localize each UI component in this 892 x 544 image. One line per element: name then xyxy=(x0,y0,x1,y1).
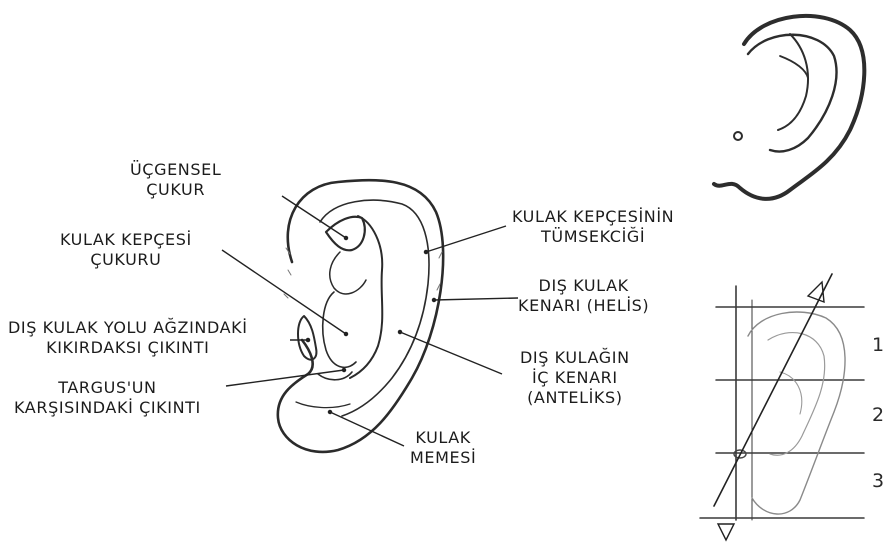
label-line: KENARI (HELİS) xyxy=(518,296,649,316)
label-antitragus: TARGUS'UN KARŞISINDAKİ ÇIKINTI xyxy=(14,378,201,418)
leader-helix-tubercle xyxy=(426,226,506,252)
label-line: KULAK KEPÇESİNİN xyxy=(512,207,674,227)
proportion-number-3: 3 xyxy=(872,470,884,492)
label-triangular-fossa: ÜÇGENSEL ÇUKUR xyxy=(130,160,221,200)
axis-arrow-bottom xyxy=(718,524,734,540)
label-line: DIŞ KULAĞIN xyxy=(520,348,630,368)
proportion-sketch xyxy=(700,274,864,540)
triangular-fossa-shape xyxy=(326,217,365,251)
label-antihelix: DIŞ KULAĞIN İÇ KENARI (ANTELİKS) xyxy=(520,348,630,408)
label-line: ÇUKUR xyxy=(130,180,221,200)
axis-arrow-top xyxy=(808,282,824,302)
leader-helix xyxy=(434,298,518,300)
label-line: TARGUS'UN xyxy=(14,378,201,398)
simple-ear-sketch xyxy=(714,16,864,199)
label-line: KIKIRDAKSI ÇIKINTI xyxy=(8,338,248,358)
label-line: ÇUKURU xyxy=(60,250,192,270)
label-line: (ANTELİKS) xyxy=(520,388,630,408)
label-line: TÜMSEKCİĞİ xyxy=(512,227,674,247)
label-line: KULAK xyxy=(410,428,476,448)
label-line: ÜÇGENSEL xyxy=(130,160,221,180)
label-tragus: DIŞ KULAK YOLU AĞZINDAKİ KIKIRDAKSI ÇIKI… xyxy=(8,318,248,358)
tragus-shape xyxy=(298,316,316,360)
label-line: İÇ KENARI xyxy=(520,368,630,388)
main-ear xyxy=(278,180,443,452)
leader-lobe xyxy=(330,412,404,446)
label-line: KARŞISINDAKİ ÇIKINTI xyxy=(14,398,201,418)
leader-lines xyxy=(222,196,518,446)
label-line: DIŞ KULAK xyxy=(518,276,649,296)
label-helix: DIŞ KULAK KENARI (HELİS) xyxy=(518,276,649,316)
leader-antihelix xyxy=(400,332,502,374)
label-line: MEMESİ xyxy=(410,448,476,468)
label-lobe: KULAK MEMESİ xyxy=(410,428,476,468)
label-line: DIŞ KULAK YOLU AĞZINDAKİ xyxy=(8,318,248,338)
proportion-number-1: 1 xyxy=(872,334,884,356)
label-line: KULAK KEPÇESİ xyxy=(60,230,192,250)
proportion-number-2: 2 xyxy=(872,404,884,426)
label-helix-tubercle: KULAK KEPÇESİNİN TÜMSEKCİĞİ xyxy=(512,207,674,247)
axis-line xyxy=(714,274,832,506)
label-concha: KULAK KEPÇESİ ÇUKURU xyxy=(60,230,192,270)
antihelix-ridge xyxy=(350,216,382,378)
